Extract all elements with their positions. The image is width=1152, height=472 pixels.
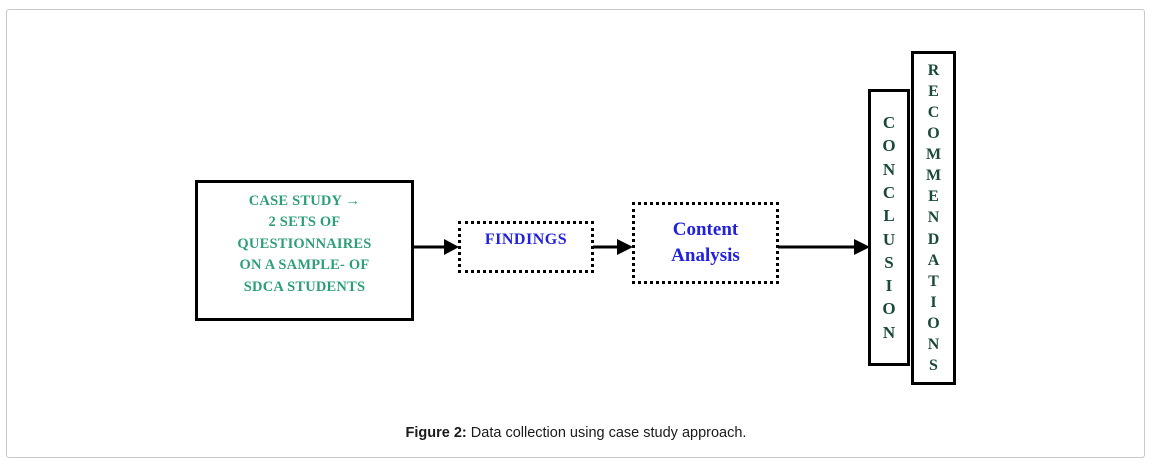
node-case-study-label: CASE STUDY → 2 SETS OF QUESTIONNAIRES ON… — [237, 193, 372, 295]
node-content-analysis[interactable]: Content Analysis — [632, 202, 779, 284]
node-findings[interactable]: FINDINGS — [458, 221, 594, 273]
arrow-content-analysis-to-conclusion — [778, 239, 870, 255]
arrow-case-study-to-findings — [412, 239, 459, 255]
node-case-study[interactable]: CASE STUDY → 2 SETS OF QUESTIONNAIRES ON… — [195, 180, 414, 321]
arrow-findings-to-content-analysis — [593, 239, 633, 255]
figure-caption-label: Figure 2: — [405, 425, 467, 441]
figure-caption-text: Data collection using case study approac… — [466, 425, 747, 441]
figure-caption: Figure 2: Data collection using case stu… — [0, 425, 1152, 441]
node-findings-label: FINDINGS — [484, 231, 568, 248]
node-content-analysis-label: Content Analysis — [671, 219, 740, 266]
